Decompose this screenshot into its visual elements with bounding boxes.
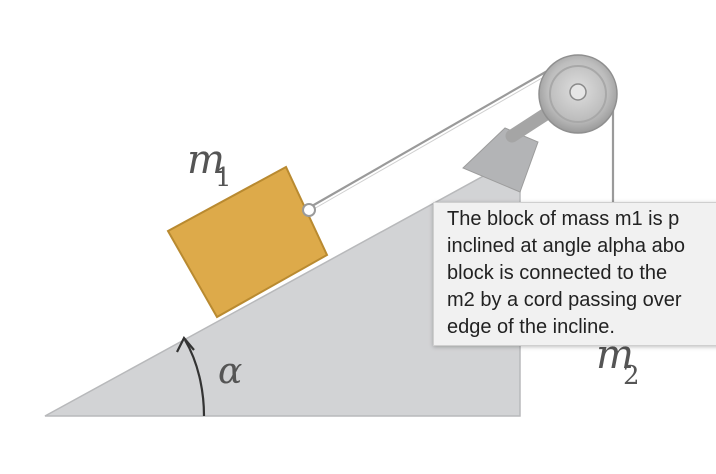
tooltip-line-1: The block of mass m1 is p bbox=[447, 208, 680, 230]
pulley-bracket bbox=[462, 127, 539, 193]
description-tooltip: The block of mass m1 is p inclined at an… bbox=[433, 202, 716, 346]
mass-m2-subscript: 2 bbox=[623, 361, 640, 391]
block-m1 bbox=[166, 165, 329, 319]
angle-arrow-head bbox=[176, 336, 195, 353]
mass-m1-subscript: 1 bbox=[215, 163, 232, 193]
block-hook bbox=[302, 203, 316, 217]
tooltip-line-3: block is connected to the bbox=[447, 262, 668, 284]
angle-arc-arrow bbox=[184, 339, 206, 417]
pulley-groove bbox=[549, 65, 607, 123]
cord-incline-edge bbox=[311, 69, 557, 211]
tooltip-line-4: m2 by a cord passing over bbox=[447, 289, 682, 311]
cord-incline bbox=[311, 65, 557, 207]
tooltip-line-5: edge of the incline. bbox=[447, 316, 615, 338]
angle-alpha-label: α bbox=[218, 351, 242, 392]
pulley-hub bbox=[569, 83, 587, 101]
mass-m1-symbol: m bbox=[187, 137, 225, 183]
tooltip-line-2: inclined at angle alpha abo bbox=[447, 235, 685, 257]
